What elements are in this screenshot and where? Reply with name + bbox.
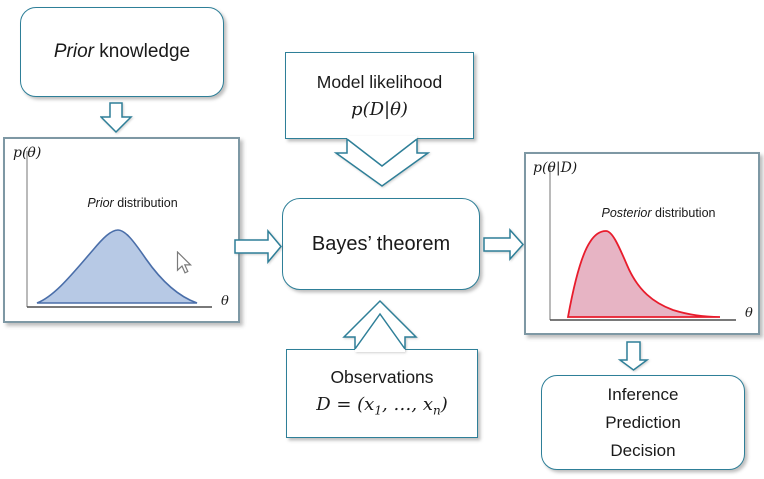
prior-caption-rest: distribution <box>113 196 178 210</box>
outcome-box: Inference Prediction Decision <box>541 375 745 470</box>
chevron-down-outline <box>333 138 431 187</box>
posterior-caption: Posterior distribution <box>566 206 751 220</box>
right-arrow-shape <box>234 229 282 264</box>
outcome-line-prediction: Prediction <box>605 412 681 432</box>
right-arrow-shape <box>483 228 525 261</box>
down-arrow-icon <box>100 102 133 134</box>
right-arrow-icon <box>234 229 282 264</box>
prior-distribution-chart: p(θ) Prior distribution θ <box>3 137 240 323</box>
observations-formula-mid: , …, x <box>381 393 434 415</box>
observations-formula-post: ) <box>440 393 448 415</box>
bayes-theorem-box: Bayes’ theorem <box>282 198 480 290</box>
observations-formula: D = (x1, …, xn) <box>316 393 448 423</box>
posterior-distribution-chart: p(θ|D) Posterior distribution θ <box>524 152 760 335</box>
prior-knowledge-label-rest: knowledge <box>94 41 191 62</box>
bayes-theorem-label: Bayes’ theorem <box>311 232 451 255</box>
right-arrow-icon <box>483 228 525 261</box>
posterior-ylabel: p(θ|D) <box>533 160 578 176</box>
prior-plot <box>26 151 212 308</box>
outcome-line-decision: Decision <box>610 440 676 460</box>
prior-caption-emph: Prior <box>87 196 114 210</box>
mouse-cursor-icon <box>176 251 193 274</box>
chevron-up-arrow-icon <box>342 299 418 352</box>
prior-knowledge-box: Prior knowledge <box>20 7 224 97</box>
observations-title: Observations <box>330 366 434 387</box>
observations-formula-pre: D = (x <box>316 393 375 415</box>
down-arrow-icon <box>617 341 650 371</box>
chevron-down-arrow-icon <box>333 136 431 187</box>
observations-box: Observations D = (x1, …, xn) <box>286 349 478 438</box>
posterior-curve <box>566 230 721 318</box>
prior-knowledge-label: Prior knowledge <box>54 41 190 63</box>
mouse-cursor-shape <box>176 251 193 274</box>
prior-knowledge-label-emph: Prior <box>53 41 94 62</box>
prior-curve <box>36 229 198 304</box>
model-likelihood-title: Model likelihood <box>316 71 443 92</box>
chevron-up-outline <box>342 299 418 350</box>
posterior-caption-emph: Posterior <box>601 206 652 220</box>
down-arrow-shape <box>100 102 133 134</box>
observations-formula-sub2: n <box>433 403 441 418</box>
model-likelihood-box: Model likelihood p(D|θ) <box>285 52 474 139</box>
observations-formula-sub1: 1 <box>374 403 382 418</box>
posterior-xlabel: θ <box>745 306 753 321</box>
outcome-line-inference: Inference <box>607 384 679 404</box>
posterior-plot <box>549 165 736 321</box>
chevron-down-fill <box>336 136 428 186</box>
posterior-caption-rest: distribution <box>651 206 716 220</box>
prior-ylabel: p(θ) <box>13 145 42 161</box>
down-arrow-shape <box>617 341 650 371</box>
prior-caption: Prior distribution <box>45 196 220 210</box>
prior-xlabel: θ <box>221 294 229 309</box>
model-likelihood-formula: p(D|θ) <box>351 98 408 120</box>
